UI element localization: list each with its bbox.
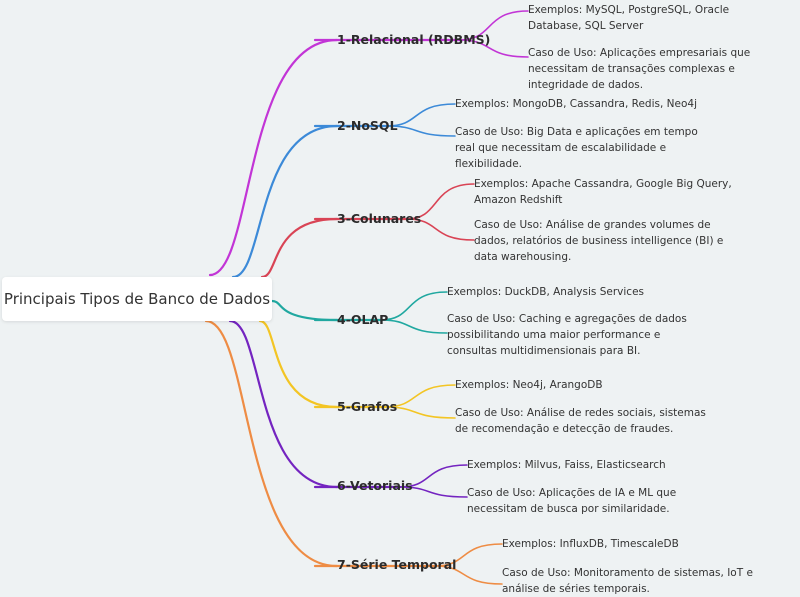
- leaf-connector: [406, 183, 475, 220]
- leaf-connector: [434, 565, 503, 585]
- colunares-use-case[interactable]: Caso de Uso: Análise de grandes volumes …: [474, 219, 724, 263]
- leaf-connector: [380, 319, 448, 334]
- leaf-connector: [434, 543, 503, 567]
- root-connector: [260, 217, 339, 279]
- vetoriais-examples[interactable]: Exemplos: Milvus, Faiss, Elasticsearch: [467, 459, 666, 471]
- leaf-connector: [386, 125, 456, 137]
- root-connector: [231, 124, 339, 279]
- grafos-use-case[interactable]: Caso de Uso: Análise de redes sociais, s…: [455, 407, 706, 435]
- branch-relacional[interactable]: 1-Relacional (RDBMS): [337, 32, 491, 47]
- grafos-examples[interactable]: Exemplos: Neo4j, ArangoDB: [455, 379, 603, 391]
- root-connector: [270, 299, 339, 322]
- relacional-use-case[interactable]: Caso de Uso: Aplicações empresariais que…: [528, 47, 751, 91]
- nosql-examples[interactable]: Exemplos: MongoDB, Cassandra, Redis, Neo…: [455, 98, 697, 110]
- olap-examples[interactable]: Exemplos: DuckDB, Analysis Services: [447, 286, 644, 298]
- relacional-examples[interactable]: Exemplos: MySQL, PostgreSQL, Oracle Data…: [528, 4, 730, 32]
- vetoriais-use-case[interactable]: Caso de Uso: Aplicações de IA e ML que n…: [467, 487, 677, 515]
- root-title: Principais Tipos de Banco de Dados: [3, 290, 271, 308]
- leaf-connector: [386, 103, 456, 127]
- leaf-connector: [459, 10, 529, 41]
- branch-serie-temporal[interactable]: 7-Série Temporal: [337, 557, 457, 572]
- root-connector: [258, 319, 339, 409]
- root-connector: [208, 38, 339, 277]
- branch-grafos[interactable]: 5-Grafos: [337, 399, 398, 414]
- branch-olap[interactable]: 4-OLAP: [337, 312, 389, 327]
- branch-colunares[interactable]: 3-Colunares: [337, 211, 422, 226]
- leaf-connector: [399, 464, 468, 488]
- leaf-connector: [459, 39, 529, 58]
- leaf-connector: [399, 486, 468, 498]
- colunares-examples[interactable]: Exemplos: Apache Cassandra, Google Big Q…: [474, 178, 732, 206]
- branch-nosql[interactable]: 2-NoSQL: [337, 118, 398, 133]
- leaf-connector: [380, 291, 448, 321]
- leaf-connector: [384, 406, 456, 419]
- leaf-connector: [406, 218, 475, 241]
- root-connector: [228, 319, 339, 489]
- serie-temporal-examples[interactable]: Exemplos: InfluxDB, TimescaleDB: [502, 538, 679, 550]
- nosql-use-case[interactable]: Caso de Uso: Big Data e aplicações em te…: [455, 126, 698, 170]
- olap-use-case[interactable]: Caso de Uso: Caching e agregações de dad…: [447, 313, 687, 357]
- branch-vetoriais[interactable]: 6-Vetoriais: [337, 478, 413, 493]
- root-connector: [204, 319, 339, 568]
- serie-temporal-use-case[interactable]: Caso de Uso: Monitoramento de sistemas, …: [502, 567, 753, 595]
- leaf-connector: [384, 384, 456, 408]
- root-node[interactable]: Principais Tipos de Banco de Dados: [2, 277, 272, 321]
